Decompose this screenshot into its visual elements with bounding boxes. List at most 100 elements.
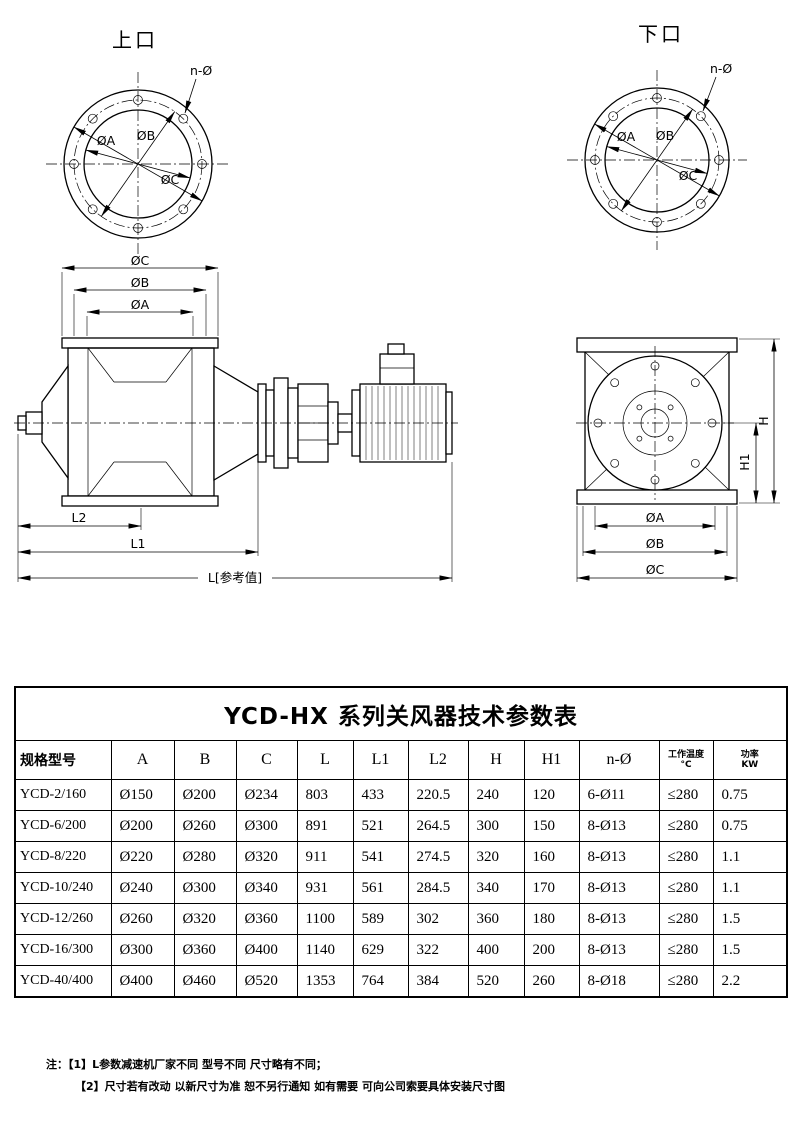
- value-cell: 0.75: [712, 810, 788, 842]
- value-cell: 400: [467, 934, 525, 966]
- side-view-drawing: ØC ØB ØA: [14, 253, 458, 585]
- bolt-count-label: n-Ø: [190, 63, 212, 78]
- table-title: YCD-HX 系列关风器技术参数表: [14, 686, 788, 741]
- value-cell: Ø300: [173, 872, 237, 904]
- note-text-1: 【1】L参数减速机厂家不同 型号不同 尺寸略有不同；: [68, 1058, 327, 1071]
- value-cell: 8-Ø13: [578, 872, 660, 904]
- value-cell: ≤280: [658, 841, 714, 873]
- value-cell: Ø300: [110, 934, 175, 966]
- valve-body: [61, 337, 219, 507]
- dim-label-c: ØC: [679, 168, 698, 183]
- note-text-2: 【2】尺寸若有改动 以新尺寸为准 恕不另行通知 如有需要 可向公司索要具体安装尺…: [75, 1080, 505, 1093]
- value-cell: ≤280: [658, 779, 714, 811]
- value-cell: 384: [407, 965, 469, 998]
- value-cell: 322: [407, 934, 469, 966]
- value-cell: Ø260: [173, 810, 237, 842]
- dim-label-b: ØB: [646, 536, 664, 551]
- value-cell: ≤280: [658, 810, 714, 842]
- bottom-dimension-lines: [576, 506, 738, 582]
- dim-label-a: ØA: [646, 510, 665, 525]
- dim-label-l2: L2: [72, 510, 87, 525]
- dim-label-h: H: [756, 416, 771, 425]
- value-cell: 8-Ø13: [578, 841, 660, 873]
- value-cell: 2.2: [712, 965, 788, 998]
- value-cell: Ø400: [110, 965, 175, 998]
- value-cell: 521: [352, 810, 409, 842]
- value-cell: 911: [296, 841, 354, 873]
- col-header-power: 功率 KW: [712, 740, 788, 780]
- value-cell: 629: [352, 934, 409, 966]
- dim-label-l: L[参考值]: [208, 570, 262, 585]
- col-header-l2: L2: [407, 740, 469, 780]
- col-header-l: L: [296, 740, 354, 780]
- value-cell: 1.1: [712, 841, 788, 873]
- model-cell: YCD-2/160: [14, 779, 112, 811]
- value-cell: 8-Ø18: [578, 965, 660, 998]
- value-cell: 520: [467, 965, 525, 998]
- model-cell: YCD-40/400: [14, 965, 112, 998]
- value-cell: 120: [523, 779, 580, 811]
- top-port-title: 上口: [112, 28, 158, 52]
- value-cell: 561: [352, 872, 409, 904]
- value-cell: Ø260: [110, 903, 175, 935]
- value-cell: Ø320: [173, 903, 237, 935]
- height-dimension-lines: [724, 338, 780, 504]
- spec-table: YCD-HX 系列关风器技术参数表 规格型号 A B C L L1 L2 H H…: [14, 686, 789, 998]
- value-cell: Ø360: [173, 934, 237, 966]
- value-cell: Ø150: [110, 779, 175, 811]
- dim-label-c: ØC: [161, 172, 180, 187]
- value-cell: 931: [296, 872, 354, 904]
- col-header-n-holes: n-Ø: [578, 740, 660, 780]
- dim-label-a: ØA: [97, 133, 116, 148]
- value-cell: 274.5: [407, 841, 469, 873]
- value-cell: ≤280: [658, 903, 714, 935]
- col-header-temperature: 工作温度 °C: [658, 740, 714, 780]
- model-cell: YCD-8/220: [14, 841, 112, 873]
- dimension-lines: [594, 76, 720, 212]
- value-cell: Ø220: [110, 841, 175, 873]
- front-view-drawing: H H1 ØA ØB ØC: [576, 337, 780, 582]
- dim-label-b: ØB: [656, 128, 674, 143]
- value-cell: Ø240: [110, 872, 175, 904]
- value-cell: Ø320: [235, 841, 298, 873]
- bolt-count-label: n-Ø: [710, 61, 732, 76]
- value-cell: Ø280: [173, 841, 237, 873]
- col-header-model: 规格型号: [14, 740, 112, 780]
- col-header-l1: L1: [352, 740, 409, 780]
- value-cell: Ø340: [235, 872, 298, 904]
- value-cell: ≤280: [658, 872, 714, 904]
- value-cell: Ø360: [235, 903, 298, 935]
- dim-label-h1: H1: [737, 453, 752, 470]
- value-cell: 891: [296, 810, 354, 842]
- note-line-1: 注：【1】L参数减速机厂家不同 型号不同 尺寸略有不同；: [46, 1054, 505, 1076]
- value-cell: 8-Ø13: [578, 810, 660, 842]
- value-cell: 1.5: [712, 903, 788, 935]
- bottom-port-flange-drawing: ØA ØB ØC n-Ø: [567, 61, 747, 250]
- col-header-a: A: [110, 740, 175, 780]
- dim-label-b: ØB: [137, 128, 155, 143]
- value-cell: Ø200: [173, 779, 237, 811]
- model-cell: YCD-16/300: [14, 934, 112, 966]
- col-header-h: H: [467, 740, 525, 780]
- value-cell: 1.5: [712, 934, 788, 966]
- value-cell: 589: [352, 903, 409, 935]
- value-cell: 260: [523, 965, 580, 998]
- value-cell: ≤280: [658, 934, 714, 966]
- value-cell: Ø460: [173, 965, 237, 998]
- col-header-h1: H1: [523, 740, 580, 780]
- dim-label-l1: L1: [131, 536, 146, 551]
- value-cell: Ø300: [235, 810, 298, 842]
- notes: 注：【1】L参数减速机厂家不同 型号不同 尺寸略有不同； 【2】尺寸若有改动 以…: [46, 1054, 505, 1098]
- value-cell: Ø200: [110, 810, 175, 842]
- value-cell: 0.75: [712, 779, 788, 811]
- value-cell: 1140: [296, 934, 354, 966]
- col-header-c: C: [235, 740, 298, 780]
- model-cell: YCD-6/200: [14, 810, 112, 842]
